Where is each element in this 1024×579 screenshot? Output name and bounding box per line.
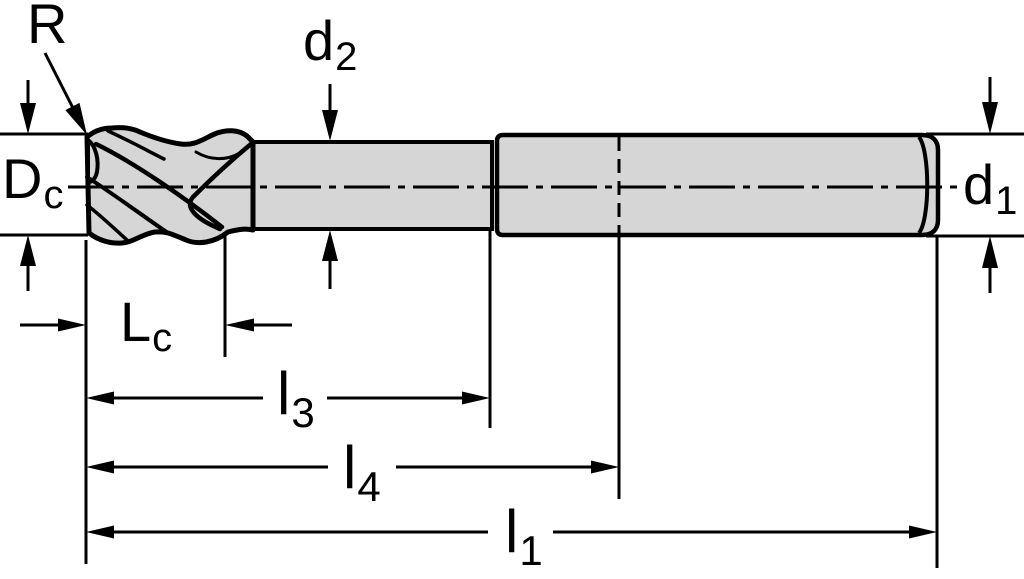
head-flute-edges — [85, 129, 254, 242]
shank-diameter-arrows — [982, 77, 998, 293]
dimension-l4 — [86, 460, 619, 474]
tool-shank — [494, 132, 941, 238]
cutting-diameter-arrows — [20, 80, 36, 291]
dimension-lc — [20, 318, 292, 332]
dimension-l3 — [86, 391, 490, 405]
extension-lines — [0, 132, 1024, 568]
neck-diameter-arrows — [322, 84, 338, 289]
head-front-face — [86, 135, 100, 184]
tool-head — [84, 125, 256, 246]
dimension-l1 — [86, 525, 937, 539]
radius-leader — [43, 52, 87, 135]
shank-end-chamfer — [917, 135, 930, 235]
